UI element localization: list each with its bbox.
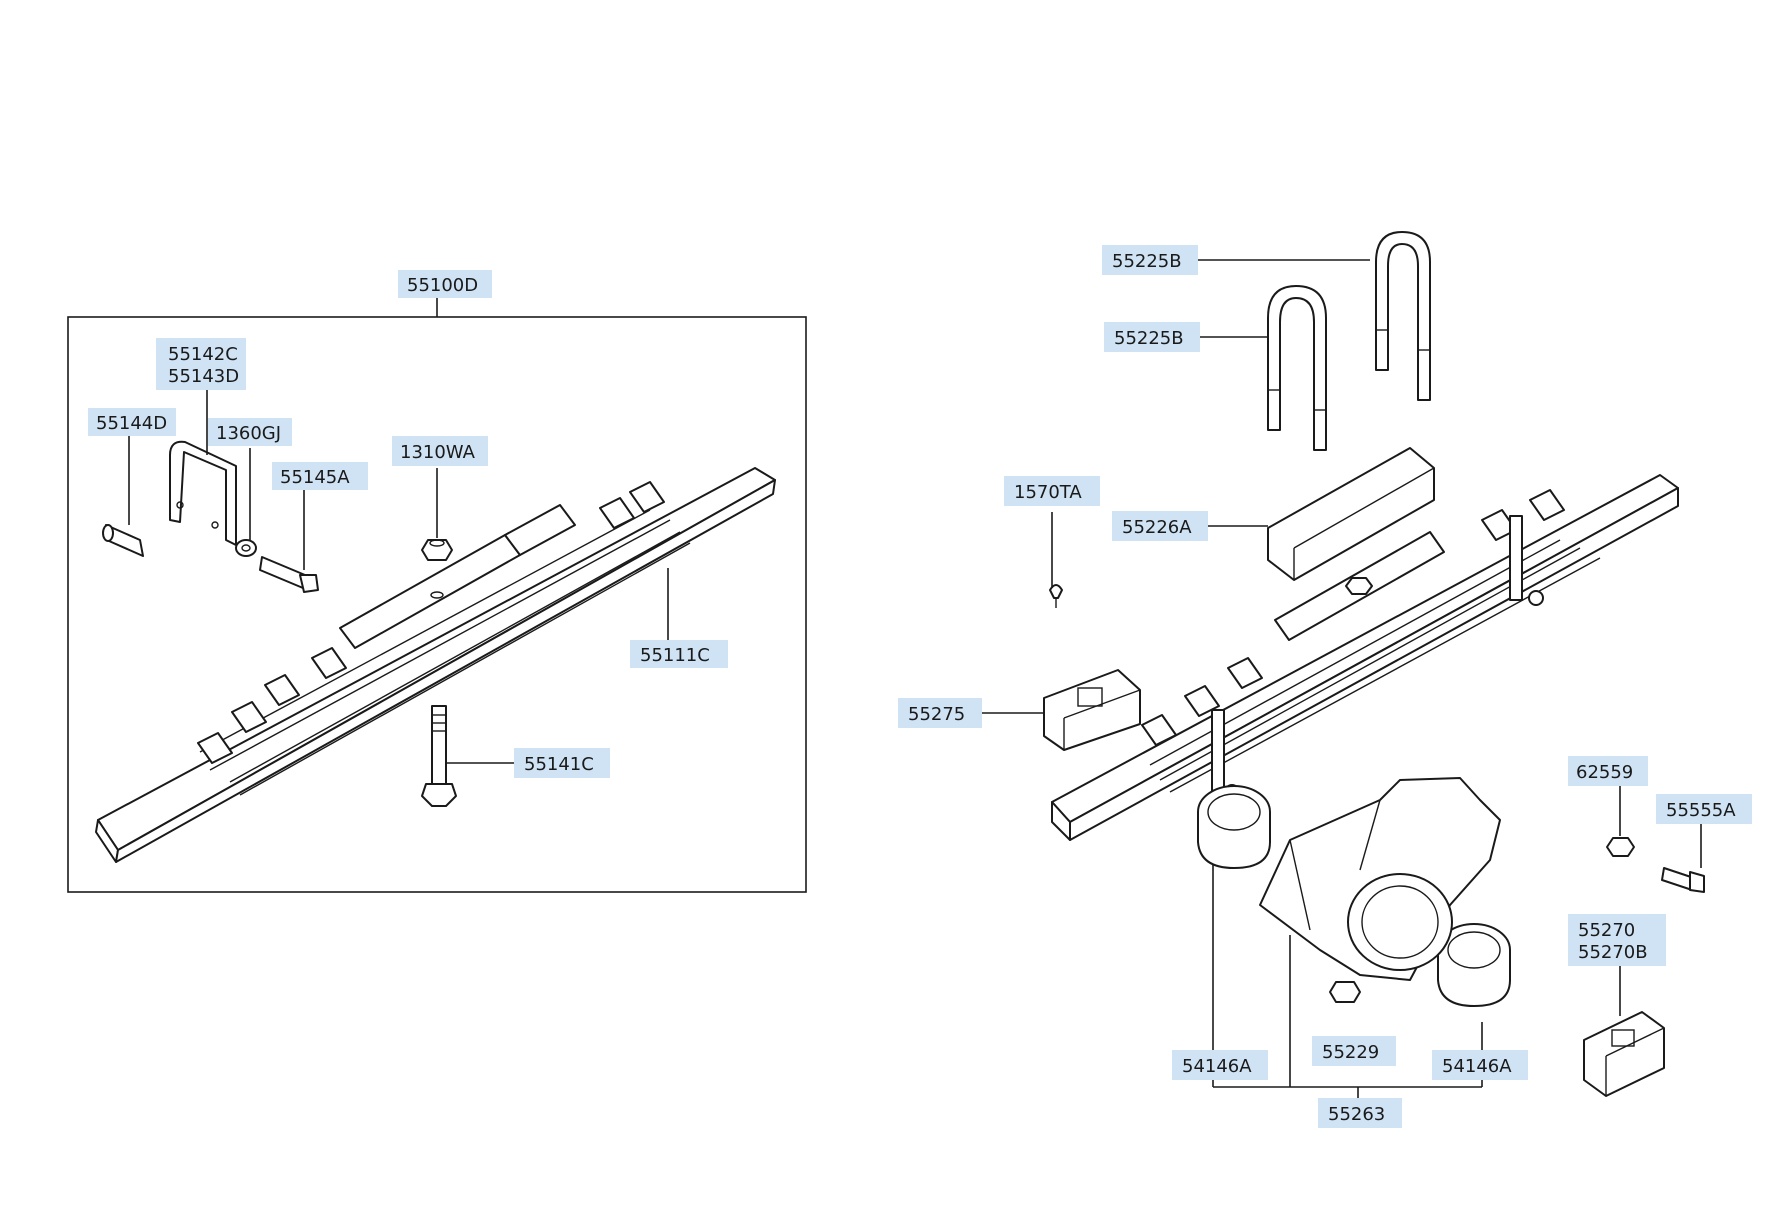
svg-text:55275: 55275	[908, 704, 965, 725]
svg-text:54146A: 54146A	[1442, 1056, 1512, 1077]
label-55145a: 55145A	[272, 462, 368, 490]
svg-text:55142C: 55142C	[168, 344, 238, 365]
svg-text:55111C: 55111C	[640, 645, 710, 666]
label-55263: 55263	[1318, 1098, 1402, 1128]
svg-text:55555A: 55555A	[1666, 800, 1736, 821]
svg-text:1310WA: 1310WA	[400, 442, 476, 463]
label-55226a: 55226A	[1112, 511, 1208, 541]
leaf-spring-right	[1051, 474, 1679, 841]
label-1570ta: 1570TA	[1004, 476, 1100, 506]
label-55225b-rear: 55225B	[1102, 245, 1198, 275]
label-62559: 62559	[1568, 756, 1648, 786]
leaf-spring-left	[95, 467, 776, 863]
label-55275: 55275	[898, 698, 982, 728]
svg-text:55145A: 55145A	[280, 467, 350, 488]
grease-nipple	[1049, 584, 1063, 608]
label-55142c: 55142C 55143D	[156, 338, 246, 390]
label-55111c: 55111C	[630, 640, 728, 668]
u-bolt-front	[1267, 285, 1327, 451]
svg-text:54146A: 54146A	[1182, 1056, 1252, 1077]
label-54146a-right: 54146A	[1432, 1050, 1528, 1080]
svg-text:55226A: 55226A	[1122, 517, 1192, 538]
label-1310wa: 1310WA	[392, 436, 488, 466]
svg-text:1570TA: 1570TA	[1014, 482, 1082, 503]
shackle-left	[169, 440, 237, 546]
label-55270: 55270 55270B	[1568, 914, 1666, 966]
svg-text:55143D: 55143D	[168, 366, 239, 387]
center-nut	[421, 539, 453, 561]
svg-text:55141C: 55141C	[524, 754, 594, 775]
svg-text:1360GJ: 1360GJ	[216, 423, 281, 444]
trunnion-bracket	[1259, 777, 1501, 981]
svg-text:55225B: 55225B	[1114, 328, 1184, 349]
svg-text:55270B: 55270B	[1578, 942, 1648, 963]
label-55555a: 55555A	[1656, 794, 1752, 824]
bushing-right	[1437, 923, 1511, 1007]
svg-text:55270: 55270	[1578, 920, 1635, 941]
label-55229: 55229	[1312, 1036, 1396, 1066]
label-55144d: 55144D	[88, 408, 176, 436]
svg-text:55263: 55263	[1328, 1104, 1385, 1125]
nut-62559	[1606, 837, 1635, 857]
u-bolt-rear	[1375, 231, 1431, 401]
nut-small	[1329, 981, 1361, 1003]
label-54146a-left: 54146A	[1172, 1050, 1268, 1080]
label-55225b-front: 55225B	[1104, 322, 1200, 352]
label-1360gj: 1360GJ	[208, 418, 292, 446]
label-55100d: 55100D	[398, 270, 492, 298]
eye-bolt-left	[259, 556, 319, 593]
svg-text:55229: 55229	[1322, 1042, 1379, 1063]
spring-seat	[1043, 669, 1141, 751]
svg-text:55100D: 55100D	[407, 275, 478, 296]
bolt-55555a	[1661, 867, 1705, 893]
svg-text:55225B: 55225B	[1112, 251, 1182, 272]
label-55141c: 55141C	[514, 748, 610, 778]
washer-left	[235, 539, 257, 557]
svg-text:55144D: 55144D	[96, 413, 167, 434]
bushing-left	[1197, 785, 1271, 869]
bumper	[1583, 1011, 1665, 1097]
center-bolt	[421, 705, 457, 807]
svg-text:62559: 62559	[1576, 762, 1633, 783]
pin-left	[102, 524, 144, 557]
spacer-block	[1267, 447, 1435, 581]
